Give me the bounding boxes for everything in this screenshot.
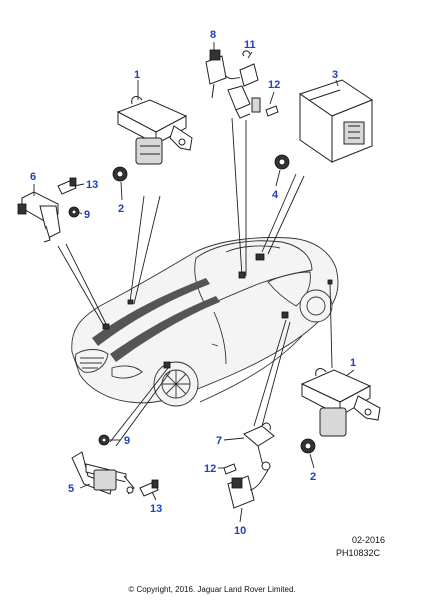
callout-12-top: 12 <box>268 79 280 91</box>
sensor-assembly-bottom <box>71 451 135 495</box>
callout-9-bottom: 9 <box>124 435 130 447</box>
callout-9-top: 9 <box>84 209 90 221</box>
bolt-12-top <box>265 105 279 117</box>
sensor-7 <box>243 422 275 471</box>
nut-9-bottom <box>98 434 110 446</box>
leader-lines <box>33 42 355 523</box>
sensor-module-top <box>116 96 193 165</box>
nut-9-top <box>68 206 80 218</box>
bolt-13-top <box>57 177 77 195</box>
sensor-11 <box>225 50 259 87</box>
copyright-notice: © Copyright, 2016. Jaguar Land Rover Lim… <box>128 585 296 594</box>
callout-5: 5 <box>68 483 74 495</box>
car-illustration <box>71 237 339 407</box>
sensor-8 <box>205 49 227 99</box>
callout-10: 10 <box>234 525 246 537</box>
callout-12-bottom: 12 <box>204 463 216 475</box>
callout-labels: 1 2 3 4 6 13 9 8 11 12 1 2 7 12 10 9 5 1… <box>30 29 356 537</box>
nut-right <box>300 438 316 454</box>
callout-1-top: 1 <box>134 69 140 81</box>
callout-2-top: 2 <box>118 203 124 215</box>
callout-13-top: 13 <box>86 179 98 191</box>
control-module <box>298 79 374 163</box>
date-code: 02-2016 <box>352 535 386 545</box>
connector-link <box>227 85 261 119</box>
sensor-assembly-left <box>17 191 61 243</box>
callout-1-right: 1 <box>350 357 356 369</box>
callout-6: 6 <box>30 171 36 183</box>
callout-4: 4 <box>272 189 279 201</box>
sensor-10 <box>227 469 269 509</box>
callout-3: 3 <box>332 69 338 81</box>
reference-code: PH10832C <box>336 548 381 558</box>
callout-11: 11 <box>244 39 256 51</box>
nut-top <box>112 166 128 182</box>
location-markers <box>102 253 333 369</box>
sensor-module-right <box>300 368 381 437</box>
callout-2-right: 2 <box>310 471 316 483</box>
nut-4 <box>274 154 290 170</box>
callout-7: 7 <box>216 435 222 447</box>
bolt-13-bottom <box>139 479 159 497</box>
callout-13-bottom: 13 <box>150 503 162 515</box>
bolt-12-bottom <box>223 463 237 475</box>
callout-8: 8 <box>210 29 216 41</box>
